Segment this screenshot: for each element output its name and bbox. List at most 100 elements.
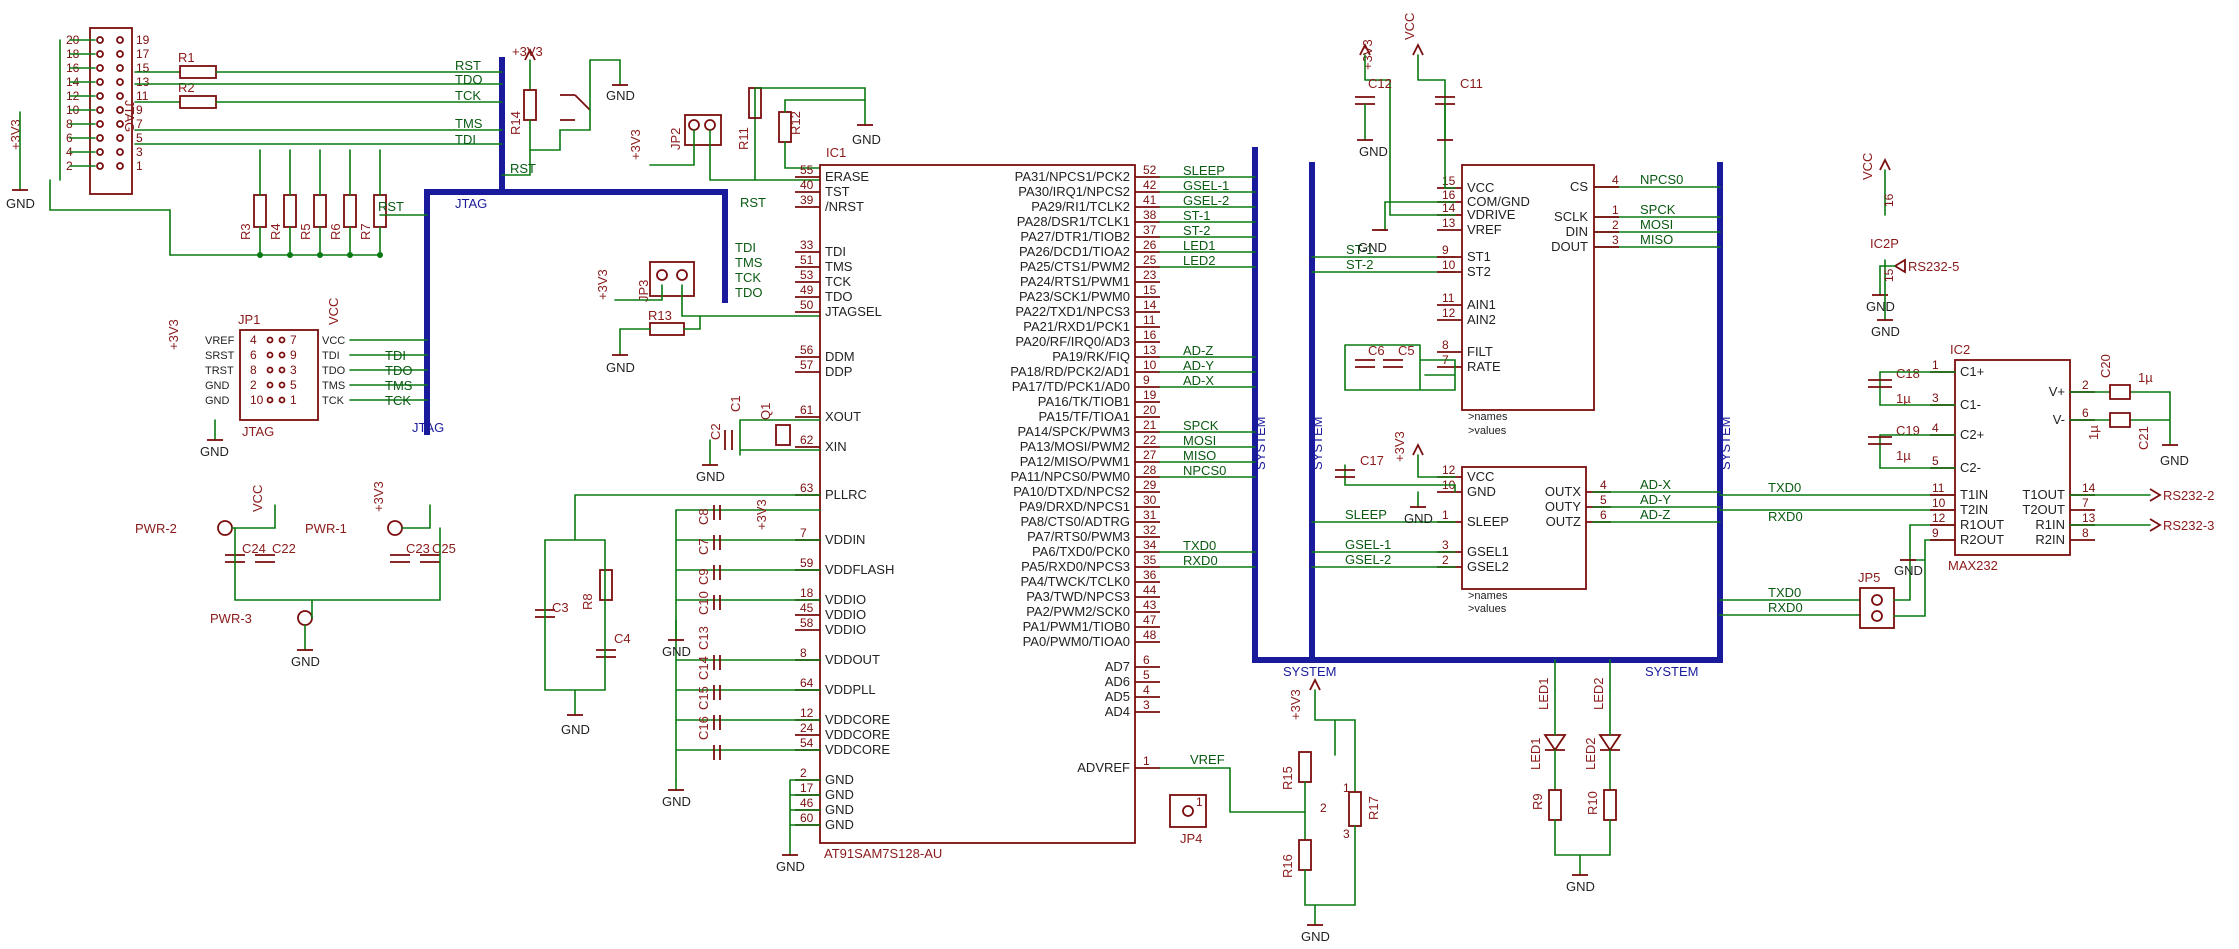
pin-name: VCC [322, 335, 345, 347]
led1-label: LED1 [1528, 737, 1543, 770]
gnd-label: GND [852, 132, 881, 147]
pin-dot [96, 162, 104, 170]
pin-number: 38 [1143, 208, 1157, 222]
pin-number: 10 [1143, 358, 1157, 372]
c22-label: C22 [272, 541, 296, 556]
connector-ref: JTAG [122, 100, 137, 132]
net-rst-1: RST [455, 58, 481, 73]
pin-number: 31 [1143, 508, 1157, 522]
pin-number: 15 [1442, 174, 1456, 188]
decoupling-caps: C8 C7 C9 C10 C13 C14 C15 C16 +3V3 GND GN… [662, 499, 821, 874]
pin-name: DDM [825, 349, 855, 364]
pin-name: VDDPLL [825, 682, 876, 697]
pin-number: 6 [1143, 653, 1150, 667]
bus-label-jtag-2: JTAG [412, 420, 444, 435]
pin-number: 46 [800, 796, 814, 810]
net-label: GSEL-2 [1183, 193, 1229, 208]
gnd-label: GND [2160, 453, 2189, 468]
gnd-label: GND [606, 360, 635, 375]
pin-number: 59 [800, 556, 814, 570]
jp5-body[interactable] [1859, 587, 1895, 629]
pin-number: 5 [1143, 668, 1150, 682]
pin-number: 12 [1442, 463, 1456, 477]
pin-name: SRST [205, 350, 235, 362]
pwr-2-pad[interactable] [217, 520, 233, 536]
pin-number: 8 [1442, 338, 1449, 352]
c12-label: C12 [1368, 76, 1392, 91]
ic2p-vcc: VCC [1860, 153, 1875, 180]
wire [1304, 825, 1356, 926]
pwr-3-pad[interactable] [297, 610, 313, 626]
pin-name: VDDIO [825, 607, 866, 622]
pin-number: 50 [800, 298, 814, 312]
supply-3v3-jp2: +3V3 [628, 129, 643, 160]
pin-number: 35 [1143, 553, 1157, 567]
c20-value: 1µ [2138, 370, 2153, 385]
pll-filter: R8 C3 C4 GND [535, 494, 821, 737]
r17-pin-1: 1 [1343, 781, 1350, 795]
resistor [313, 194, 327, 228]
gnd-label: GND [1866, 299, 1895, 314]
pin-dot [116, 106, 124, 114]
c14-label: C14 [696, 656, 711, 680]
pin-number: 9 [136, 103, 143, 117]
pin-name: TCK [322, 395, 345, 407]
pin-number: 47 [1143, 613, 1157, 627]
pin-name: ADVREF [1077, 760, 1130, 775]
jp5-pin [1871, 610, 1883, 622]
pin-name: R1OUT [1960, 517, 2004, 532]
jp4-body[interactable] [1169, 794, 1207, 828]
r13-label: R13 [648, 308, 672, 323]
pin-name: R2IN [2035, 532, 2065, 547]
pwr-1-pad[interactable] [387, 520, 403, 536]
wire [784, 99, 866, 113]
pin-number: 1 [1143, 754, 1150, 768]
pin-number: 10 [1932, 496, 1946, 510]
pin-number: 32 [1143, 523, 1157, 537]
pin-number: 58 [800, 616, 814, 630]
pin-name: TDO [322, 365, 346, 377]
max232-ref: IC2 [1950, 342, 1970, 357]
pin-name: PA3/TWD/NPCS3 [1026, 589, 1130, 604]
pin-name: AD7 [1105, 659, 1130, 674]
pin-dot [116, 78, 124, 86]
pin-name: GND [205, 380, 230, 392]
rs232-5-label: RS232-5 [1908, 259, 1959, 274]
resistor-r16 [1298, 839, 1312, 871]
pin-dot [266, 366, 274, 374]
pin-name: VDDCORE [825, 712, 890, 727]
pin-name: PA2/PWM2/SCK0 [1026, 604, 1130, 619]
c5-label: C5 [1398, 343, 1415, 358]
pin-name: PA0/PWM0/TIOA0 [1023, 634, 1130, 649]
v-caps [2109, 384, 2131, 428]
net-st2: ST-2 [1346, 257, 1373, 272]
resistor-label: R4 [268, 223, 283, 240]
pin-number: 3 [290, 363, 297, 377]
net-label: MISO [1183, 448, 1216, 463]
r10-label: R10 [1585, 791, 1600, 815]
pin-dot [96, 106, 104, 114]
gnd-label: GND [1404, 511, 1433, 526]
wire [754, 87, 866, 126]
pin-number: 48 [1143, 628, 1157, 642]
pin-number: 55 [800, 163, 814, 177]
gnd-label: GND [1358, 240, 1387, 255]
pin-name: PA17/TD/PCK1/AD0 [1012, 379, 1130, 394]
pin-name: GND [825, 817, 854, 832]
net-tdi-1: TDI [455, 132, 476, 147]
pump-caps [1868, 379, 1892, 445]
led2-label: LED2 [1583, 737, 1598, 770]
pin-number: 6 [1600, 508, 1607, 522]
pin-number: 9 [1932, 526, 1939, 540]
pin-name: V- [2053, 412, 2065, 427]
net-rxd0-1: RXD0 [1768, 509, 1803, 524]
resistor-r1 [179, 65, 217, 79]
net-label: AD-X [1183, 373, 1214, 388]
pin-dot [96, 50, 104, 58]
pin-number: 49 [800, 283, 814, 297]
net-label: TXD0 [1183, 538, 1216, 553]
